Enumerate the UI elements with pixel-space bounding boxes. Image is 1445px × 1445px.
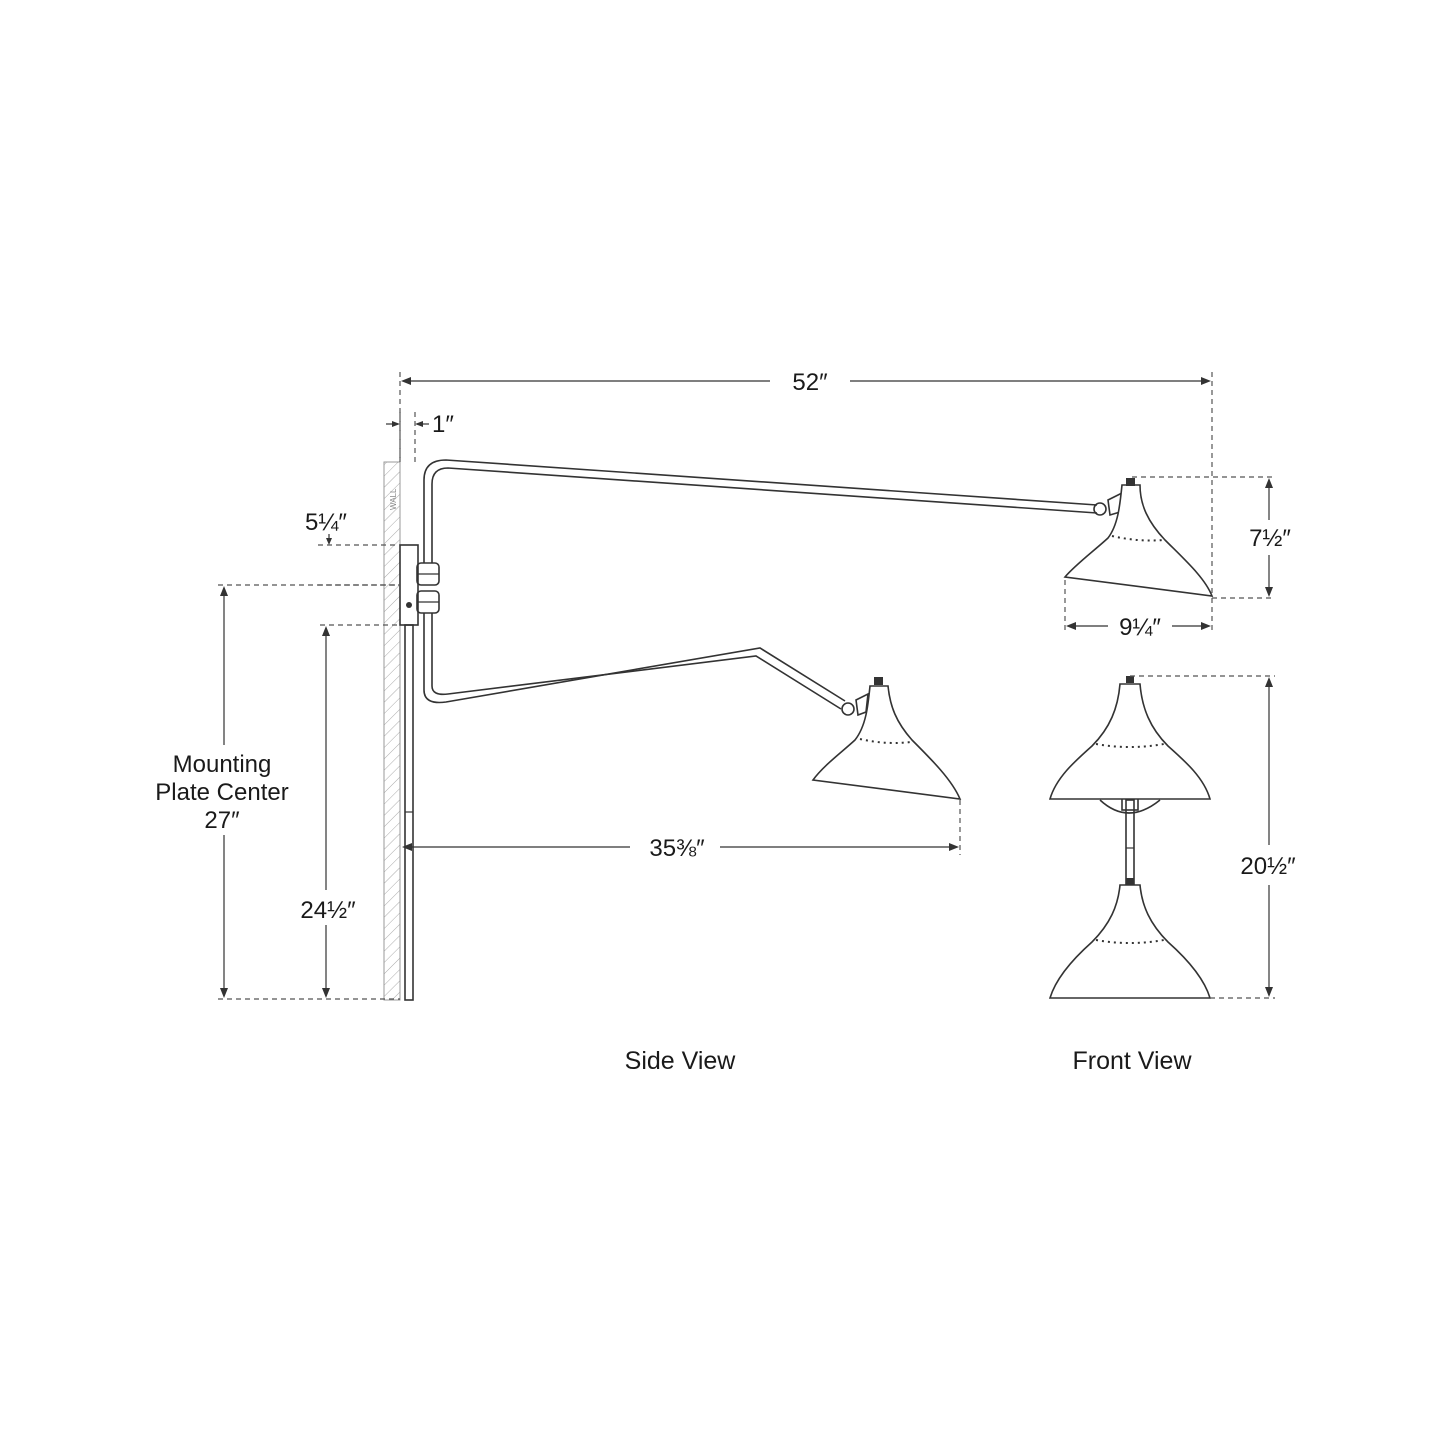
dimension-label-plate-top: 5¼″ [305,509,347,536]
upper-shade [1063,478,1214,597]
mounting-label-line3: 27″ [204,807,240,834]
dimension-lower-extension: 35⅜″ [402,800,961,862]
mounting-plate [399,544,419,1001]
dimension-plate-top: 5¼″ [305,509,400,586]
dimension-label-lower-extension: 35⅜″ [649,835,705,862]
front-view-sconce [1048,676,1212,999]
wall-label: WALL [389,488,398,510]
lower-arm [423,613,846,710]
side-view-caption: Side View [625,1047,737,1075]
dimension-shade-height: 7½″ [1132,476,1291,599]
front-view-caption: Front View [1072,1047,1192,1075]
dimension-wall-offset: 1″ [386,411,454,462]
dimension-shade-width: 9¼″ [1064,580,1213,641]
lower-shade [811,677,962,800]
swivel-knuckles [416,562,440,614]
dimension-mounting-center: Mounting Plate Center 27″ [155,584,400,1000]
dimension-label-floor-to-bottom: 24½″ [300,897,356,924]
dimension-floor-to-bottom: 24½″ [300,624,400,998]
dimension-label-front-height: 20½″ [1240,853,1296,880]
dimension-front-height: 20½″ [1130,675,1296,999]
wall-section: WALL [383,461,401,1001]
upper-arm [423,459,1098,563]
dimension-label-overall: 52″ [792,369,828,396]
mounting-label-line1: Mounting [173,751,272,778]
dimension-label-shade-height: 7½″ [1249,525,1291,552]
mounting-label-line2: Plate Center [155,779,288,806]
dimension-label-wall-offset: 1″ [432,411,454,438]
dimension-label-shade-width: 9¼″ [1119,614,1161,641]
